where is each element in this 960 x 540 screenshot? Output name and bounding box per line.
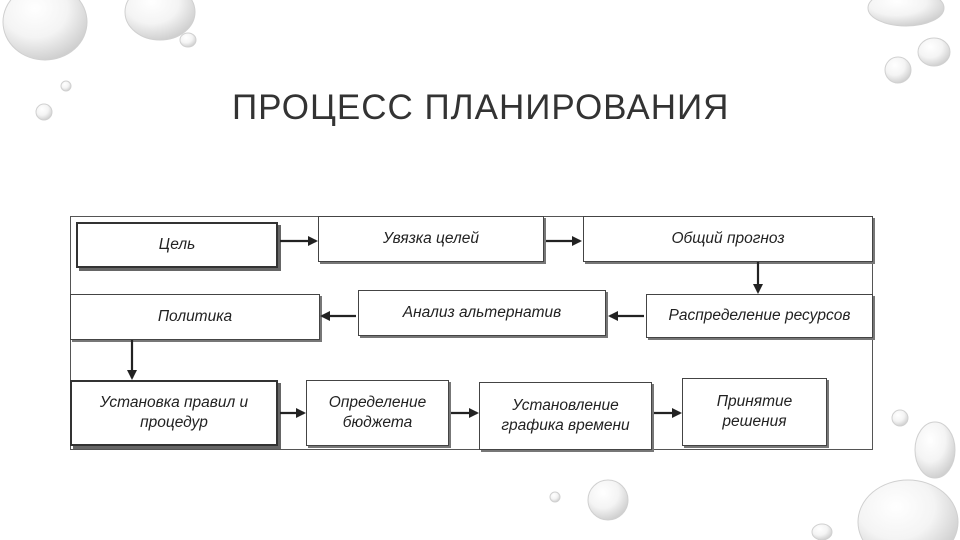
node-goal: Цель <box>76 222 278 268</box>
node-goal-alignment: Увязка целей <box>318 216 544 262</box>
node-schedule: Установление графика времени <box>479 382 652 450</box>
node-resource-allocation: Распределение ресурсов <box>646 294 873 338</box>
node-general-forecast: Общий прогноз <box>583 216 873 262</box>
page-title: ПРОЦЕСС ПЛАНИРОВАНИЯ <box>232 88 730 127</box>
node-decision: Принятие решения <box>682 378 827 446</box>
node-alternatives-analysis: Анализ альтернатив <box>358 290 606 336</box>
node-policy: Политика <box>70 294 320 340</box>
node-budget: Определение бюджета <box>306 380 449 446</box>
node-rules-procedures: Установка правил и процедур <box>70 380 278 446</box>
